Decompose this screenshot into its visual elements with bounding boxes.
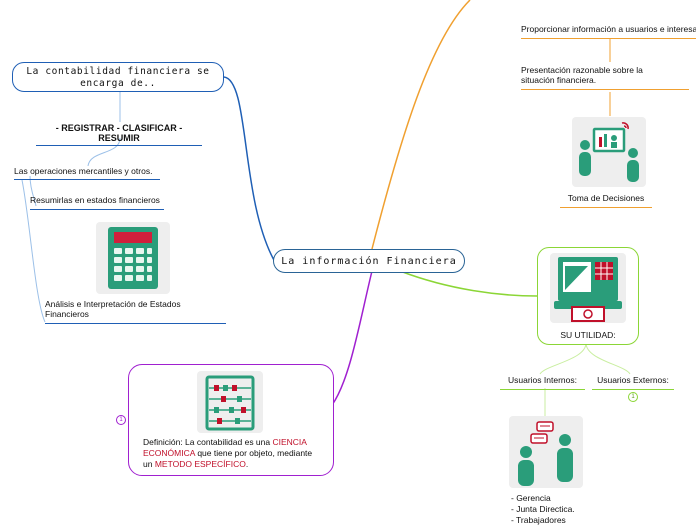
- steps-label: - REGISTRAR - CLASIFICAR - RESUMIR: [55, 123, 183, 143]
- definition-middle: que tiene por objeto, mediante un: [143, 448, 313, 469]
- analysis-topic[interactable]: Análisis e Interpretación de Estados Fin…: [45, 299, 226, 324]
- presentation-icon: [572, 117, 646, 187]
- chat-people-icon: [509, 416, 583, 488]
- definition-prefix: Definición: La contabilidad es una: [143, 437, 273, 447]
- external-users-label: Usuarios Externos:: [597, 375, 669, 385]
- definition-highlight-method: METODO ESPECÍFICO: [154, 459, 246, 469]
- central-topic[interactable]: La información Financiera: [273, 249, 465, 273]
- internal-user-item: - Trabajadores: [511, 515, 566, 525]
- atm-icon: [550, 253, 626, 323]
- info-users-topic[interactable]: Proporcionar información a usuarios e in…: [521, 24, 696, 39]
- reasonable-presentation-label: Presentación razonable sobre la situació…: [521, 65, 643, 85]
- accounting-topic[interactable]: La contabilidad financiera se encarga de…: [12, 62, 224, 92]
- external-users-topic[interactable]: Usuarios Externos:: [592, 375, 674, 390]
- utility-label: SU UTILIDAD:: [560, 330, 616, 340]
- operations-topic[interactable]: Las operaciones mercantiles y otros.: [14, 166, 160, 180]
- decision-label: Toma de Decisiones: [567, 193, 645, 203]
- decision-topic[interactable]: Toma de Decisiones: [560, 193, 652, 208]
- accounting-topic-label: La contabilidad financiera se encarga de…: [26, 66, 210, 89]
- internal-user-item: - Gerencia: [511, 493, 551, 503]
- internal-users-topic[interactable]: Usuarios Internos:: [500, 375, 585, 390]
- analysis-label: Análisis e Interpretación de Estados Fin…: [45, 299, 181, 319]
- utility-topic[interactable]: SU UTILIDAD:: [537, 247, 639, 345]
- calculator-icon: [96, 222, 170, 294]
- external-note-marker[interactable]: 1: [628, 392, 638, 402]
- operations-label: Las operaciones mercantiles y otros.: [14, 166, 153, 176]
- internal-users-label: Usuarios Internos:: [508, 375, 577, 385]
- summarize-label: Resumirlas en estados financieros: [30, 195, 160, 205]
- definition-suffix: .: [245, 459, 249, 469]
- info-users-label: Proporcionar información a usuarios e in…: [521, 24, 696, 34]
- summarize-topic[interactable]: Resumirlas en estados financieros: [30, 195, 164, 210]
- definition-highlight-science: CIENCIA ECONÓMICA: [143, 437, 307, 458]
- definition-text: Definición: La contabilidad es una CIENC…: [143, 437, 323, 470]
- reasonable-presentation-topic[interactable]: Presentación razonable sobre la situació…: [521, 65, 689, 90]
- central-topic-label: La información Financiera: [281, 255, 457, 267]
- note-marker[interactable]: 1: [116, 415, 126, 425]
- internal-users-list: - Gerencia - Junta Directica. - Trabajad…: [511, 493, 601, 526]
- internal-user-item: - Junta Directica.: [511, 504, 575, 514]
- steps-topic[interactable]: - REGISTRAR - CLASIFICAR - RESUMIR: [36, 123, 202, 146]
- abacus-icon: [197, 371, 263, 433]
- definition-topic[interactable]: Definición: La contabilidad es una CIENC…: [128, 364, 334, 476]
